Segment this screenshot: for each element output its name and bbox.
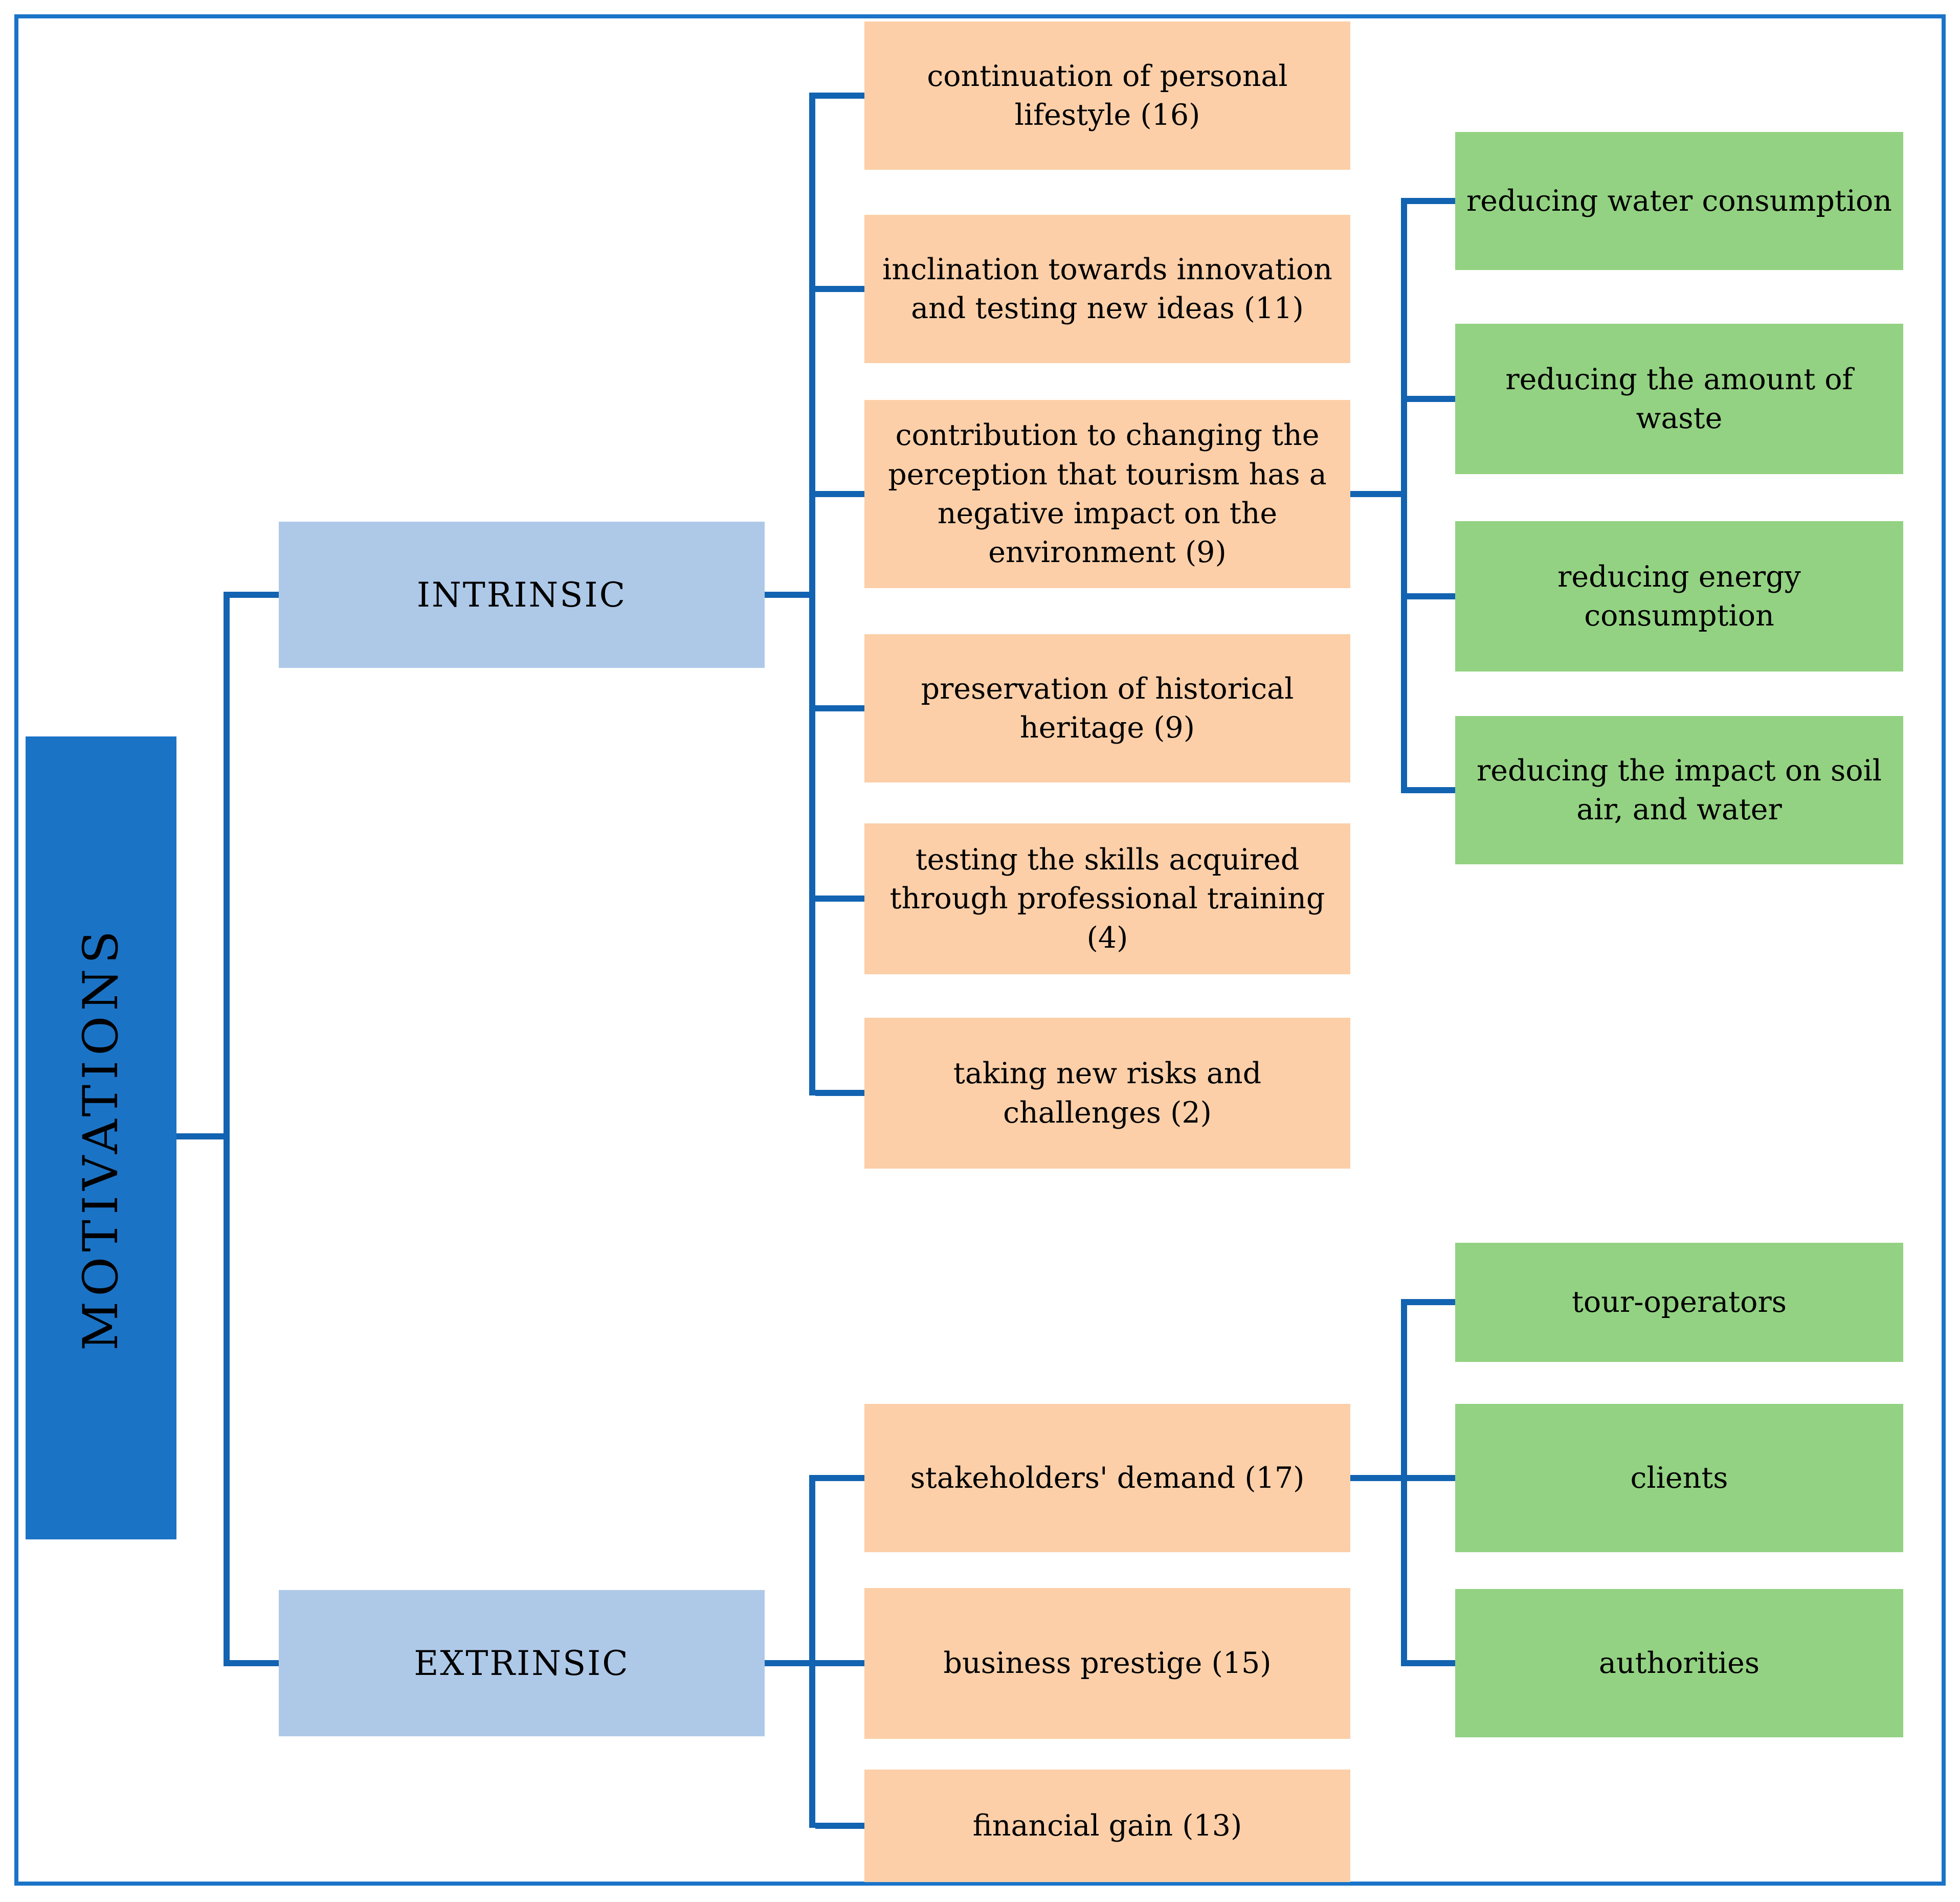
node-inclination-towards-innovation: inclination towards innovation and testi… (864, 215, 1350, 363)
connector-extrinsic-to-trunk (765, 1660, 815, 1666)
extrinsic-label: EXTRINSIC (414, 1643, 630, 1683)
node-testing-skills-professional-training: testing the skills acquired through prof… (864, 823, 1350, 974)
node-reducing-impact-soil-air-water: reducing the impact on soil air, and wat… (1455, 716, 1903, 864)
connector-stub-item4 (815, 705, 864, 711)
connector-extrinsic-trunk (809, 1475, 815, 1828)
node-financial-gain: financial gain (13) (864, 1770, 1350, 1882)
node-contribution-changing-perception: contribution to changing the perception … (864, 400, 1350, 588)
connector-stakeholders-to-types-trunk (1350, 1475, 1407, 1481)
connector-contribution-to-env-trunk (1350, 491, 1407, 497)
node-authorities: authorities (1455, 1589, 1903, 1737)
intrinsic-label: INTRINSIC (416, 575, 627, 615)
node-intrinsic: INTRINSIC (279, 522, 765, 668)
connector-stub-item7 (815, 1475, 864, 1481)
node-reducing-energy-consumption: reducing energy consumption (1455, 521, 1903, 672)
node-stakeholders-demand: stakeholders' demand (17) (864, 1404, 1350, 1552)
connector-types-trunk (1401, 1299, 1407, 1666)
connector-stub-type1 (1407, 1299, 1455, 1305)
node-tour-operators: tour-operators (1455, 1243, 1903, 1362)
connector-stub-item8 (815, 1660, 864, 1666)
connector-env-trunk (1401, 198, 1407, 793)
motivations-label: MOTIVATIONS (73, 925, 129, 1351)
node-clients: clients (1455, 1404, 1903, 1552)
connector-intrinsic-trunk (809, 93, 815, 1095)
node-reducing-amount-of-waste: reducing the amount of waste (1455, 324, 1903, 474)
connector-stub-item9 (815, 1823, 864, 1829)
connector-stub-item3 (815, 491, 864, 497)
connector-stub-item6 (815, 1090, 864, 1096)
connector-stub-item5 (815, 896, 864, 902)
diagram-border (14, 14, 1946, 1886)
connector-stub-item1 (815, 93, 864, 99)
connector-trunk-to-extrinsic (230, 1660, 279, 1666)
connector-stub-type3 (1407, 1660, 1455, 1666)
connector-stub-env1 (1407, 198, 1455, 204)
connector-stub-item2 (815, 286, 864, 292)
node-continuation-of-personal-lifestyle: continuation of personal lifestyle (16) (864, 21, 1350, 170)
connector-stub-env2 (1407, 396, 1455, 402)
connector-stub-env3 (1407, 593, 1455, 599)
node-preservation-historical-heritage: preservation of historical heritage (9) (864, 634, 1350, 782)
connector-stub-env4 (1407, 787, 1455, 793)
connector-trunk-to-intrinsic (230, 592, 279, 598)
connector-intrinsic-to-trunk (765, 592, 815, 598)
connector-category-trunk (224, 592, 230, 1666)
connector-stub-type2 (1407, 1475, 1455, 1481)
node-reducing-water-consumption: reducing water consumption (1455, 132, 1903, 270)
node-business-prestige: business prestige (15) (864, 1588, 1350, 1739)
node-motivations-root: MOTIVATIONS (26, 736, 176, 1539)
node-extrinsic: EXTRINSIC (279, 1590, 765, 1736)
node-taking-new-risks-challenges: taking new risks and challenges (2) (864, 1018, 1350, 1169)
connector-root-to-trunk (176, 1133, 230, 1139)
